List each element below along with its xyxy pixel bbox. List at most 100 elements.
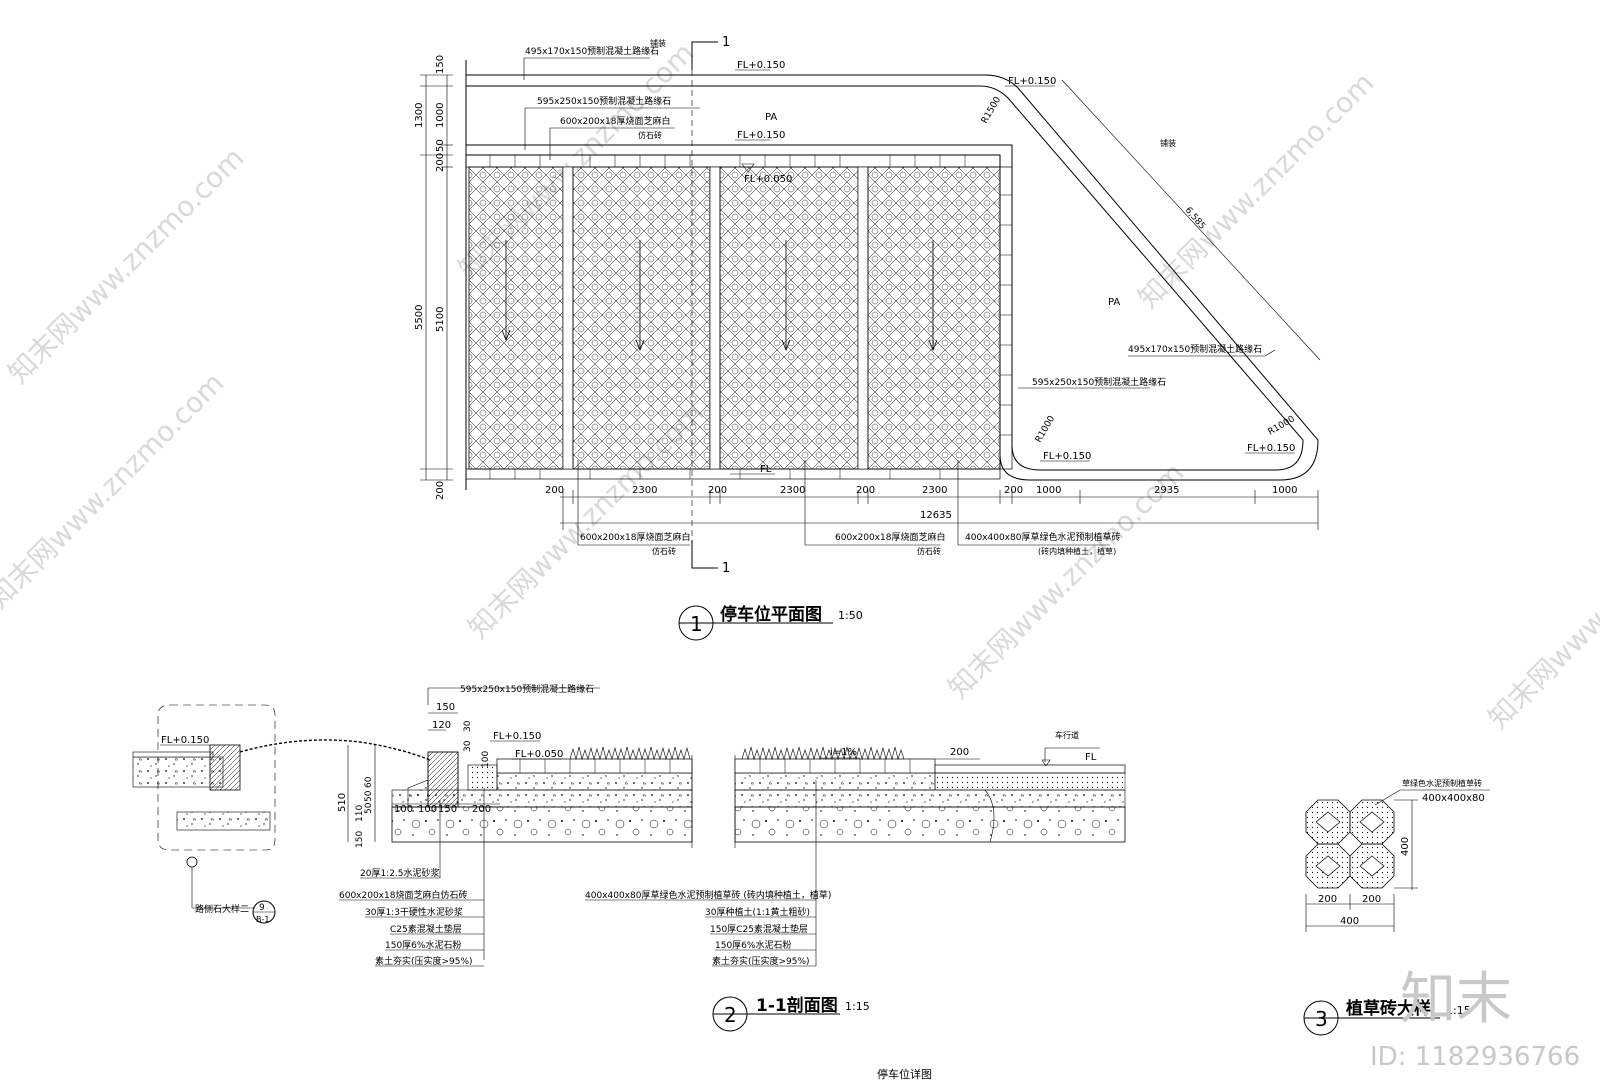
dim-left-inner: 50: [435, 139, 446, 152]
dim-bottom: 2935: [1154, 485, 1179, 496]
layer-right: 150厚6%水泥石粉: [715, 939, 791, 951]
label-fl-bottom: FL: [760, 464, 772, 475]
label-stone-600-2: 仿石砖: [638, 130, 662, 140]
dim-curb: 150: [438, 804, 457, 815]
road-base: [934, 772, 1126, 791]
dim-left-outer: 1300: [414, 103, 425, 128]
section-label-mortar: 20厚1:2.5水泥砂浆: [360, 867, 440, 879]
label-fl-br1: FL+0.150: [1043, 451, 1091, 462]
section-mark-bottom: 1: [722, 561, 730, 576]
dim-curb: 200: [472, 804, 491, 815]
label-curb-595-right: 595x250x150预制混凝土路缘石: [1032, 376, 1166, 388]
left-base-slab: [132, 756, 224, 788]
detail-callout-box: [157, 704, 276, 851]
dim-bottom: 2300: [780, 485, 805, 496]
label-bottom-3a: 400x400x80厚草绿色水泥预制植草砖: [965, 531, 1120, 543]
plan-stone-band-right: [999, 166, 1013, 470]
label-curb-595: 595x250x150预制混凝土路缘石: [537, 95, 671, 107]
dim-curb: 100: [418, 804, 437, 815]
leader-bottom-1: [577, 460, 690, 546]
dim-bottom: 200: [708, 485, 727, 496]
plan-band-joints: [489, 155, 1012, 479]
plan-inner-curb: [466, 85, 1304, 471]
dim-curb: 510: [337, 793, 348, 812]
dim-curb: 150: [355, 831, 365, 848]
leader-curb-top: [523, 57, 650, 80]
dims-left: 150 1300 5500 200 1000 50 200 5100: [414, 55, 453, 500]
concrete-layer-left: [496, 772, 693, 791]
paver-joints-right: [759, 759, 911, 773]
layer-left: 素土夯实(压实度>95%): [375, 955, 473, 967]
grass-paver-left: [496, 758, 693, 774]
layer-right: 150厚C25素混凝土垫层: [710, 923, 808, 935]
leader-mortar: [360, 800, 441, 879]
layer-right: 400x400x80厚草绿色水泥预制植草砖 (砖内填种植土，植草): [585, 889, 831, 901]
plan-title: 停车位平面图: [720, 604, 822, 625]
ref-bottom: B-1: [256, 915, 269, 924]
dim-left-outer: 200: [435, 481, 446, 500]
dim-bottom: 200: [856, 485, 875, 496]
dim-curb: 100: [481, 751, 491, 768]
section-label-fl-mid: FL+0.150: [493, 731, 541, 742]
leader-curb-right: [1128, 349, 1276, 357]
label-paving-top: 铺装: [650, 38, 666, 48]
section-label-curb-top: 595x250x150预制混凝土路缘石: [460, 683, 594, 695]
logo-text: 知末: [1400, 967, 1512, 1032]
detail-dim-bottom: 200: [1318, 894, 1337, 905]
dim-left-outer: 5500: [414, 305, 425, 330]
dim-curb: 30: [463, 720, 473, 732]
detail-label-top: 草绿色水泥预制植草砖: [1402, 778, 1482, 788]
bay-divider: [709, 166, 721, 470]
watermark-text: 知末网www.znzmo.com: [1132, 66, 1381, 315]
level-marker-road: [1041, 759, 1051, 767]
dim-total: 12635: [920, 510, 952, 521]
subgrade-left: [391, 806, 693, 843]
parking-bay-1: [468, 166, 564, 470]
dim-left-inner: 1000: [435, 103, 446, 128]
label-bottom-2b: 仿石砖: [917, 546, 941, 556]
level-marker: [741, 163, 755, 173]
label-fl-mid: FL+0.150: [737, 130, 785, 141]
base-layer-right: [734, 789, 1126, 808]
layer-right: 素土夯实(压实度>95%): [712, 955, 810, 967]
label-bottom-2a: 600x200x18厚烧面芝麻白: [835, 531, 945, 543]
transition-line: [984, 789, 995, 843]
paver-detail: 草绿色水泥预制植草砖 400x400x80 400 200 200 400 3 …: [1303, 778, 1490, 1036]
leader-curb-top: [427, 687, 600, 705]
detail-dim-right: 400: [1400, 837, 1411, 856]
title-number-2: 2: [724, 1003, 737, 1027]
subgrade-right: [734, 806, 1126, 843]
layers-right: 400x400x80厚草绿色水泥预制植草砖 (砖内填种植土，植草) 30厚种植土…: [585, 889, 831, 967]
dim-bottom: 1000: [1272, 485, 1297, 496]
leader-curb-595: [524, 107, 700, 150]
stone-strip: [467, 764, 498, 791]
section-view: FL+0.150 路侧石大样二 9 B-1 150 120: [132, 683, 1126, 1032]
label-fl-br2: FL+0.150: [1247, 443, 1295, 454]
section-title: 1-1剖面图: [756, 995, 838, 1016]
layer-left: 600x200x18烧面芝麻白仿石砖: [339, 889, 467, 901]
paver-shapes: [1305, 799, 1395, 889]
detail-label-size: 400x400x80: [1422, 793, 1485, 804]
section-cut-bottom: [691, 540, 718, 569]
section-label-slope: i=1%: [830, 747, 857, 758]
dim-curb: 120: [432, 720, 451, 731]
section-label-200: 200: [950, 747, 969, 758]
section-mark-top: 1: [722, 35, 730, 50]
label-fl-top: FL+0.150: [737, 60, 785, 71]
leader-ref: [191, 867, 255, 909]
dim-curb: 100: [394, 804, 413, 815]
curb-haunch: [407, 779, 429, 808]
concrete-layer-right: [734, 772, 936, 791]
parking-bay-2: [572, 166, 711, 470]
left-curb: [209, 744, 241, 791]
section-cut-top: [691, 41, 718, 70]
label-r1500: R1500: [980, 95, 1003, 125]
section-curb-dims: 150 120 30 30 100 60 50 50 110 150 510 1…: [337, 702, 500, 848]
watermark-text: 知末网www.znzmo.com: [1482, 486, 1600, 735]
paver-joints-left: [519, 759, 671, 773]
layer-left: 150厚6%水泥石粉: [385, 939, 461, 951]
watermark-text: 知末网www.znzmo.com: [2, 141, 251, 390]
section-label-fl-050: FL+0.050: [515, 749, 563, 760]
dim-6585-line: [1061, 79, 1321, 361]
parking-bay-4: [867, 166, 1001, 470]
